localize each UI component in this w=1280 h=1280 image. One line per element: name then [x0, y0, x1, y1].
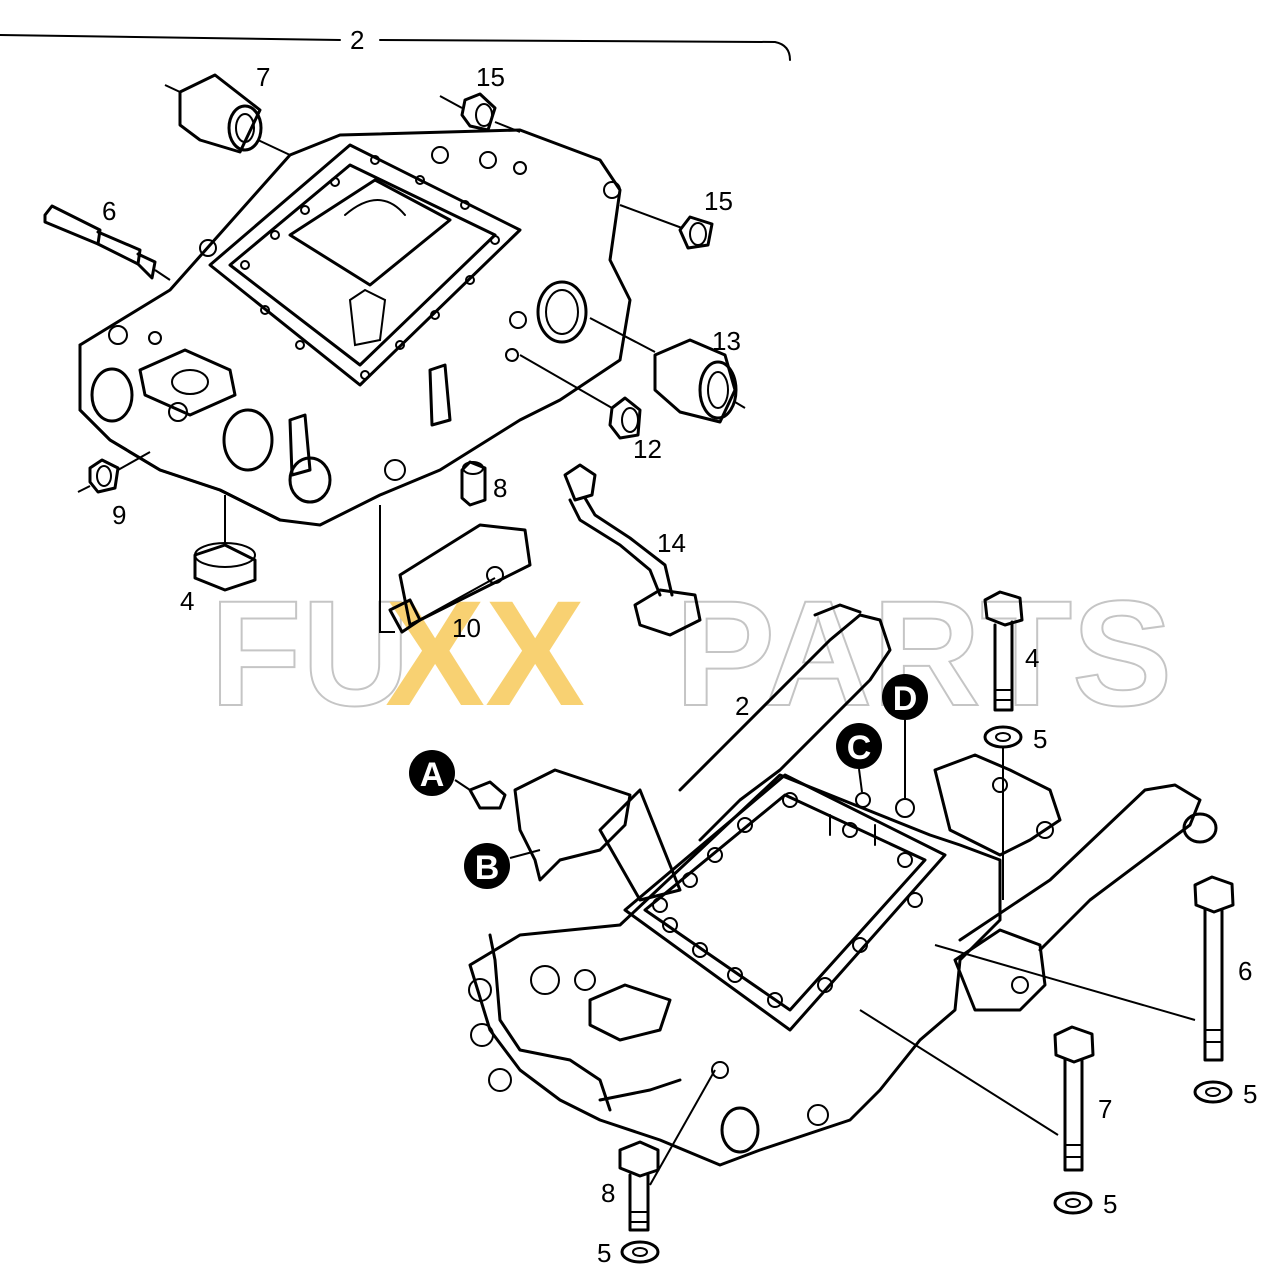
- callout-5-a: 5: [1033, 724, 1047, 754]
- callout-8-top: 8: [493, 473, 507, 503]
- callout-10: 10: [452, 613, 481, 643]
- callout-numbers: 2 7 15 15 6 13 12 9 8 14 4 10 2 4 5 6 5 …: [102, 25, 1257, 1268]
- housing-top-flange: [208, 143, 522, 387]
- pin-6: [43, 204, 171, 281]
- lower-housing-lid-inner: [643, 793, 927, 1012]
- watermark-parts: PARTS: [675, 569, 1172, 737]
- callout-13: 13: [712, 326, 741, 356]
- lift-arm-left: [678, 613, 892, 842]
- callout-7-top: 7: [256, 62, 270, 92]
- marker-c-label: C: [847, 729, 872, 767]
- callout-5-d: 5: [597, 1238, 611, 1268]
- callout-2-top: 2: [350, 25, 364, 55]
- lower-pipe: [488, 933, 612, 1112]
- callout-12: 12: [633, 434, 662, 464]
- callout-6-top: 6: [102, 196, 116, 226]
- bushing-9: [77, 451, 151, 494]
- washer-5-b: [1193, 1080, 1233, 1104]
- watermark-xx: XX: [385, 569, 585, 737]
- callout-15-b: 15: [704, 186, 733, 216]
- bushing-12: [519, 354, 642, 440]
- marker-a-label: A: [420, 756, 445, 794]
- side-bore-right: [536, 280, 588, 344]
- plug-8: [460, 460, 487, 507]
- front-cover-plate: [138, 348, 237, 417]
- housing-post-2: [288, 413, 312, 477]
- housing-post: [428, 363, 452, 427]
- bolt-7: [1053, 1025, 1095, 1172]
- callout-9: 9: [112, 500, 126, 530]
- housing-top-flange-inner: [228, 163, 497, 367]
- top-housing: [78, 128, 632, 527]
- lower-housing-lid: [623, 773, 947, 1032]
- bolt-8: [618, 1140, 660, 1232]
- marker-d-label: D: [893, 680, 918, 718]
- washer-5-a: [983, 725, 1023, 749]
- front-port-left: [90, 367, 134, 423]
- front-port-center: [222, 408, 274, 472]
- mounting-bracket: [513, 768, 632, 882]
- housing-opening: [288, 178, 452, 287]
- lower-assembly: [468, 603, 1218, 1167]
- washer-5-c: [1053, 1191, 1093, 1215]
- bushing-15-a: [439, 92, 521, 133]
- callout-14: 14: [657, 528, 686, 558]
- bolt-8-leader: [649, 1069, 716, 1186]
- marker-c: C: [836, 723, 882, 793]
- lower-cover-plate: [588, 983, 672, 1042]
- lid-bolt-heads: [652, 792, 923, 1008]
- callout-7-bolt: 7: [1098, 1094, 1112, 1124]
- callout-2-lower: 2: [735, 691, 749, 721]
- cover-plate-port: [171, 369, 209, 395]
- bracket-screw: [468, 780, 507, 810]
- marker-d: D: [882, 674, 928, 798]
- housing-body-outline: [78, 128, 632, 527]
- flange-bolt-holes: [240, 155, 500, 380]
- bushing-15-b: [619, 204, 714, 250]
- watermark: FU XX PARTS: [209, 568, 1173, 738]
- callout-4-bolt: 4: [1025, 643, 1039, 673]
- watermark-fu: FU: [210, 569, 410, 737]
- bolt-7-leader: [859, 1009, 1059, 1136]
- marker-b: B: [464, 843, 541, 889]
- callout-4-top: 4: [180, 586, 194, 616]
- callout-6-bolt: 6: [1238, 956, 1252, 986]
- housing-front-face: [78, 343, 282, 522]
- bushing-13: [589, 317, 746, 424]
- bolt-4: [983, 590, 1024, 712]
- bushing-7: [164, 73, 291, 156]
- assembly-bracket: [0, 34, 791, 61]
- pipe-14: [563, 463, 702, 637]
- lift-arm-right: [958, 783, 1202, 952]
- callout-15-a: 15: [476, 62, 505, 92]
- lever-10: [379, 505, 532, 634]
- cap-4: [193, 495, 257, 592]
- marker-a: A: [409, 750, 471, 796]
- callout-5-b: 5: [1243, 1079, 1257, 1109]
- bolt-6: [1193, 875, 1235, 1062]
- callout-5-c: 5: [1103, 1189, 1117, 1219]
- housing-inner-arc: [344, 199, 406, 216]
- marker-b-label: B: [475, 849, 500, 887]
- lower-housing-body: [468, 773, 1002, 1167]
- housing-inner-boss: [348, 288, 387, 347]
- washer-5-d: [620, 1240, 660, 1264]
- bolt-6-leader: [934, 944, 1196, 1021]
- callout-8-bolt: 8: [601, 1178, 615, 1208]
